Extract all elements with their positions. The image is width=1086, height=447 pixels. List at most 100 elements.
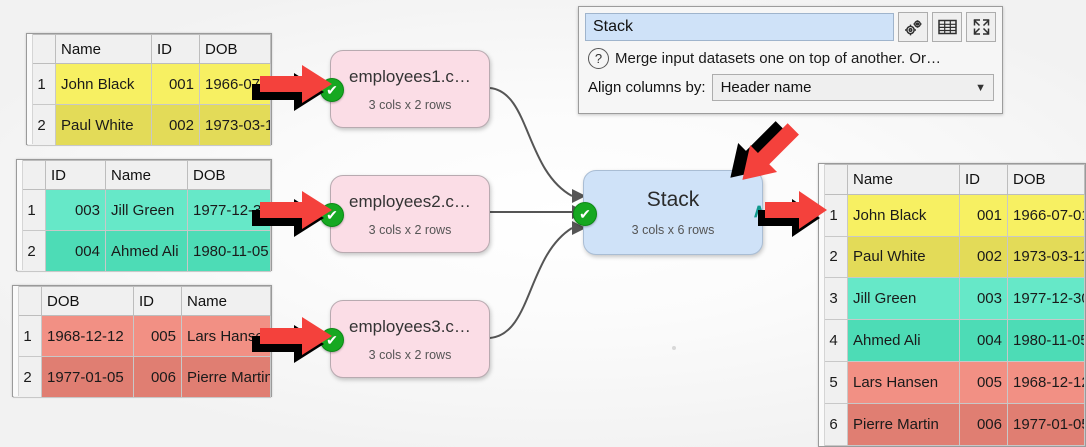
status-ok-icon: ✔ — [320, 78, 344, 102]
column-header[interactable]: Name — [847, 164, 960, 195]
table-icon[interactable] — [932, 12, 962, 42]
cell-id[interactable]: 002 — [959, 235, 1008, 279]
cell-id[interactable]: 006 — [133, 356, 182, 398]
table-row[interactable]: 5 Lars Hansen 005 1968-12-12 — [819, 361, 1085, 405]
gears-icon[interactable] — [898, 12, 928, 42]
cell-name[interactable]: Pierre Martin — [847, 403, 960, 446]
cell-name[interactable]: Pierre Martin — [181, 356, 271, 398]
table-left-gutter — [27, 34, 33, 144]
cell-dob[interactable]: 1968-12-12 — [1007, 361, 1085, 405]
cell-id[interactable]: 003 — [959, 277, 1008, 321]
cell-dob[interactable]: 1968-12-12 — [41, 315, 134, 357]
cell-dob[interactable]: 1977-01-05 — [1007, 403, 1085, 446]
cell-id[interactable]: 005 — [959, 361, 1008, 405]
align-columns-label: Align columns by: — [588, 79, 706, 96]
table-row[interactable]: 4 Ahmed Ali 004 1980-11-05 — [819, 319, 1085, 363]
panel-description-row: ? Merge input datasets one on top of ano… — [579, 46, 1002, 71]
cell-name[interactable]: Jill Green — [847, 277, 960, 321]
table-row[interactable]: 2 Paul White 002 1973-03-11 — [819, 235, 1085, 279]
node-title: Stack — [646, 188, 700, 211]
cell-dob[interactable]: 1973-03-11 — [199, 104, 271, 146]
stack-output-table[interactable]: Name ID DOB 1 John Black 001 1966-07-01 … — [818, 163, 1086, 447]
node-employees3[interactable]: ✔ employees3.c… 3 cols x 2 rows — [320, 300, 490, 378]
annotation-arrow-1 — [252, 62, 350, 116]
node-subtitle: 3 cols x 2 rows — [368, 97, 452, 112]
cell-id[interactable]: 001 — [959, 193, 1008, 237]
column-header[interactable]: ID — [151, 34, 200, 64]
align-columns-row: Align columns by: Header name ▼ — [579, 71, 1002, 108]
cell-name[interactable]: Ahmed Ali — [105, 230, 188, 272]
column-header[interactable]: DOB — [199, 34, 271, 64]
employees1-table[interactable]: Name ID DOB 1 John Black 001 1966-07-01 … — [26, 33, 272, 146]
cell-id[interactable]: 003 — [45, 189, 106, 231]
cell-id[interactable]: 002 — [151, 104, 200, 146]
annotation-arrow-2 — [252, 188, 350, 242]
cell-dob[interactable]: 1977-12-30 — [187, 189, 271, 231]
table-left-gutter — [17, 160, 23, 270]
cell-name[interactable]: Lars Hansen — [847, 361, 960, 405]
table-row[interactable]: 1 003 Jill Green 1977-12-30 — [17, 189, 271, 231]
cell-name[interactable]: Paul White — [847, 235, 960, 279]
chevron-down-icon: ▼ — [975, 81, 986, 94]
table-header-row: ID Name DOB — [17, 160, 271, 190]
node-title: employees1.c… — [349, 66, 471, 86]
annotation-arrow-3 — [252, 314, 350, 368]
column-header[interactable]: DOB — [41, 286, 134, 316]
cell-id[interactable]: 001 — [151, 63, 200, 105]
cell-id[interactable]: 005 — [133, 315, 182, 357]
table-header-row: DOB ID Name — [13, 286, 271, 316]
stack-properties-panel: Stack — [578, 6, 1003, 114]
table-header-row: Name ID DOB — [27, 34, 271, 64]
table-left-gutter — [13, 286, 19, 396]
column-header[interactable]: Name — [181, 286, 271, 316]
node-title: employees3.c… — [349, 316, 471, 336]
table-row[interactable]: 1 1968-12-12 005 Lars Hansen — [13, 315, 271, 357]
cell-dob[interactable]: 1980-11-05 — [1007, 319, 1085, 363]
node-employees1[interactable]: ✔ employees1.c… 3 cols x 2 rows — [320, 50, 490, 128]
column-header[interactable]: ID — [959, 164, 1008, 195]
employees2-table[interactable]: ID Name DOB 1 003 Jill Green 1977-12-30 … — [16, 159, 272, 272]
column-header[interactable]: Name — [55, 34, 152, 64]
cell-id[interactable]: 004 — [45, 230, 106, 272]
node-subtitle: 3 cols x 2 rows — [368, 222, 452, 237]
table-left-gutter — [819, 164, 825, 446]
align-columns-select[interactable]: Header name ▼ — [711, 74, 994, 101]
cell-id[interactable]: 004 — [959, 319, 1008, 363]
cell-name[interactable]: Paul White — [55, 104, 152, 146]
node-title: employees2.c… — [349, 191, 471, 211]
annotation-arrow-diagonal — [708, 108, 818, 196]
cell-dob[interactable]: 1977-12-30 — [1007, 277, 1085, 321]
table-row[interactable]: 1 John Black 001 1966-07-01 — [819, 193, 1085, 237]
employees3-table[interactable]: DOB ID Name 1 1968-12-12 005 Lars Hansen… — [12, 285, 272, 398]
column-header[interactable]: DOB — [187, 160, 271, 190]
help-icon[interactable]: ? — [588, 48, 609, 69]
table-row[interactable]: 3 Jill Green 003 1977-12-30 — [819, 277, 1085, 321]
cell-name[interactable]: John Black — [847, 193, 960, 237]
table-row[interactable]: 6 Pierre Martin 006 1977-01-05 — [819, 403, 1085, 446]
status-ok-icon: ✔ — [573, 201, 597, 226]
node-employees2[interactable]: ✔ employees2.c… 3 cols x 2 rows — [320, 175, 490, 253]
column-header[interactable]: ID — [45, 160, 106, 190]
node-name-input[interactable]: Stack — [585, 13, 894, 41]
expand-icon[interactable] — [966, 12, 996, 42]
cell-id[interactable]: 006 — [959, 403, 1008, 446]
cell-name[interactable]: Ahmed Ali — [847, 319, 960, 363]
table-row[interactable]: 1 John Black 001 1966-07-01 — [27, 63, 271, 105]
table-row[interactable]: 2 Paul White 002 1973-03-11 — [27, 104, 271, 146]
panel-description: Merge input datasets one on top of anoth… — [615, 50, 942, 67]
cell-name[interactable]: John Black — [55, 63, 152, 105]
annotation-arrow-output — [758, 188, 842, 242]
cell-name[interactable]: Jill Green — [105, 189, 188, 231]
table-row[interactable]: 2 1977-01-05 006 Pierre Martin — [13, 356, 271, 398]
table-row[interactable]: 2 004 Ahmed Ali 1980-11-05 — [17, 230, 271, 272]
cell-dob[interactable]: 1980-11-05 — [187, 230, 271, 272]
column-header[interactable]: DOB — [1007, 164, 1085, 195]
cell-dob[interactable]: 1966-07-01 — [1007, 193, 1085, 237]
panel-name-row: Stack — [579, 7, 1002, 46]
align-columns-value: Header name — [720, 79, 812, 96]
canvas-dot — [672, 346, 676, 350]
cell-dob[interactable]: 1973-03-11 — [1007, 235, 1085, 279]
cell-dob[interactable]: 1977-01-05 — [41, 356, 134, 398]
column-header[interactable]: Name — [105, 160, 188, 190]
column-header[interactable]: ID — [133, 286, 182, 316]
